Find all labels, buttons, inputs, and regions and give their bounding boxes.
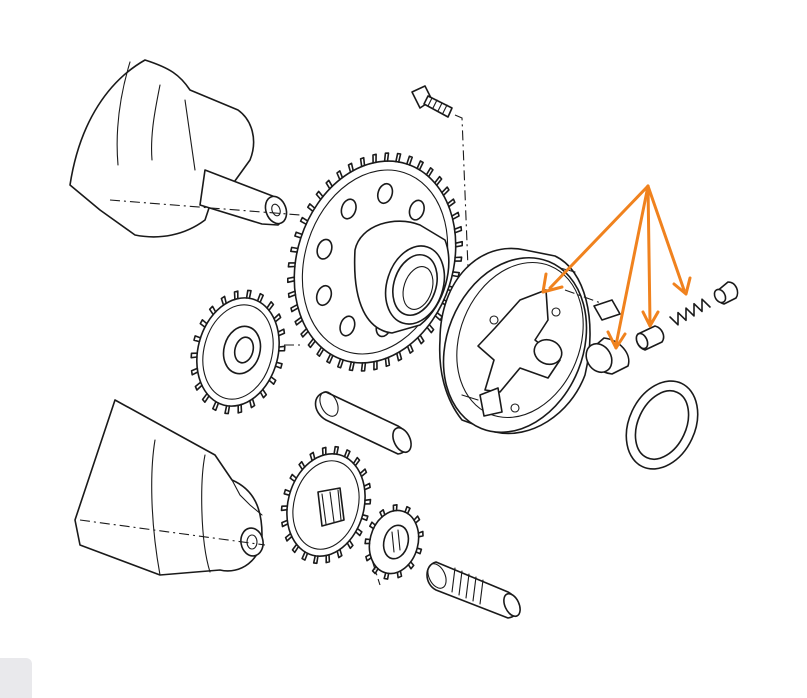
spring: [669, 298, 711, 326]
idler-gear: [190, 289, 300, 415]
gear-hole: [316, 238, 333, 260]
bolt: [411, 85, 469, 269]
gear-teeth: [280, 445, 372, 565]
starter-motor: [74, 399, 266, 576]
gear-hole: [408, 199, 425, 221]
spring-cap: [713, 281, 739, 305]
thrust-washer: [625, 380, 699, 470]
gear-hole: [340, 198, 357, 220]
gear-hole: [376, 182, 394, 205]
arrow-to-roller: [614, 184, 650, 347]
callout-arrows: [541, 184, 692, 350]
clutch-housing: [438, 247, 621, 435]
arrowhead-plunger: [641, 310, 660, 328]
gear-hole: [315, 284, 333, 307]
reduction-gear: [280, 445, 372, 565]
starter-driven-gear: [287, 152, 463, 372]
crankshaft: [69, 59, 301, 238]
arrowhead-housing: [541, 272, 564, 294]
arrow-to-housing: [548, 184, 650, 290]
gear-teeth: [190, 289, 286, 415]
idler-shaft: [314, 391, 412, 455]
plunger: [635, 325, 665, 351]
gear-hole: [339, 315, 356, 337]
small-pinion-gear: [364, 504, 424, 586]
clutch-roller: [585, 337, 630, 375]
corner-tab: [0, 658, 32, 698]
arrowhead-spring: [672, 276, 692, 296]
arrow-to-spring: [646, 184, 686, 292]
arrow-to-plunger: [646, 184, 652, 324]
arrowhead-roller: [606, 330, 627, 350]
splined-shaft: [426, 561, 521, 619]
small-pin: [593, 299, 621, 321]
gear-teeth: [364, 504, 424, 580]
